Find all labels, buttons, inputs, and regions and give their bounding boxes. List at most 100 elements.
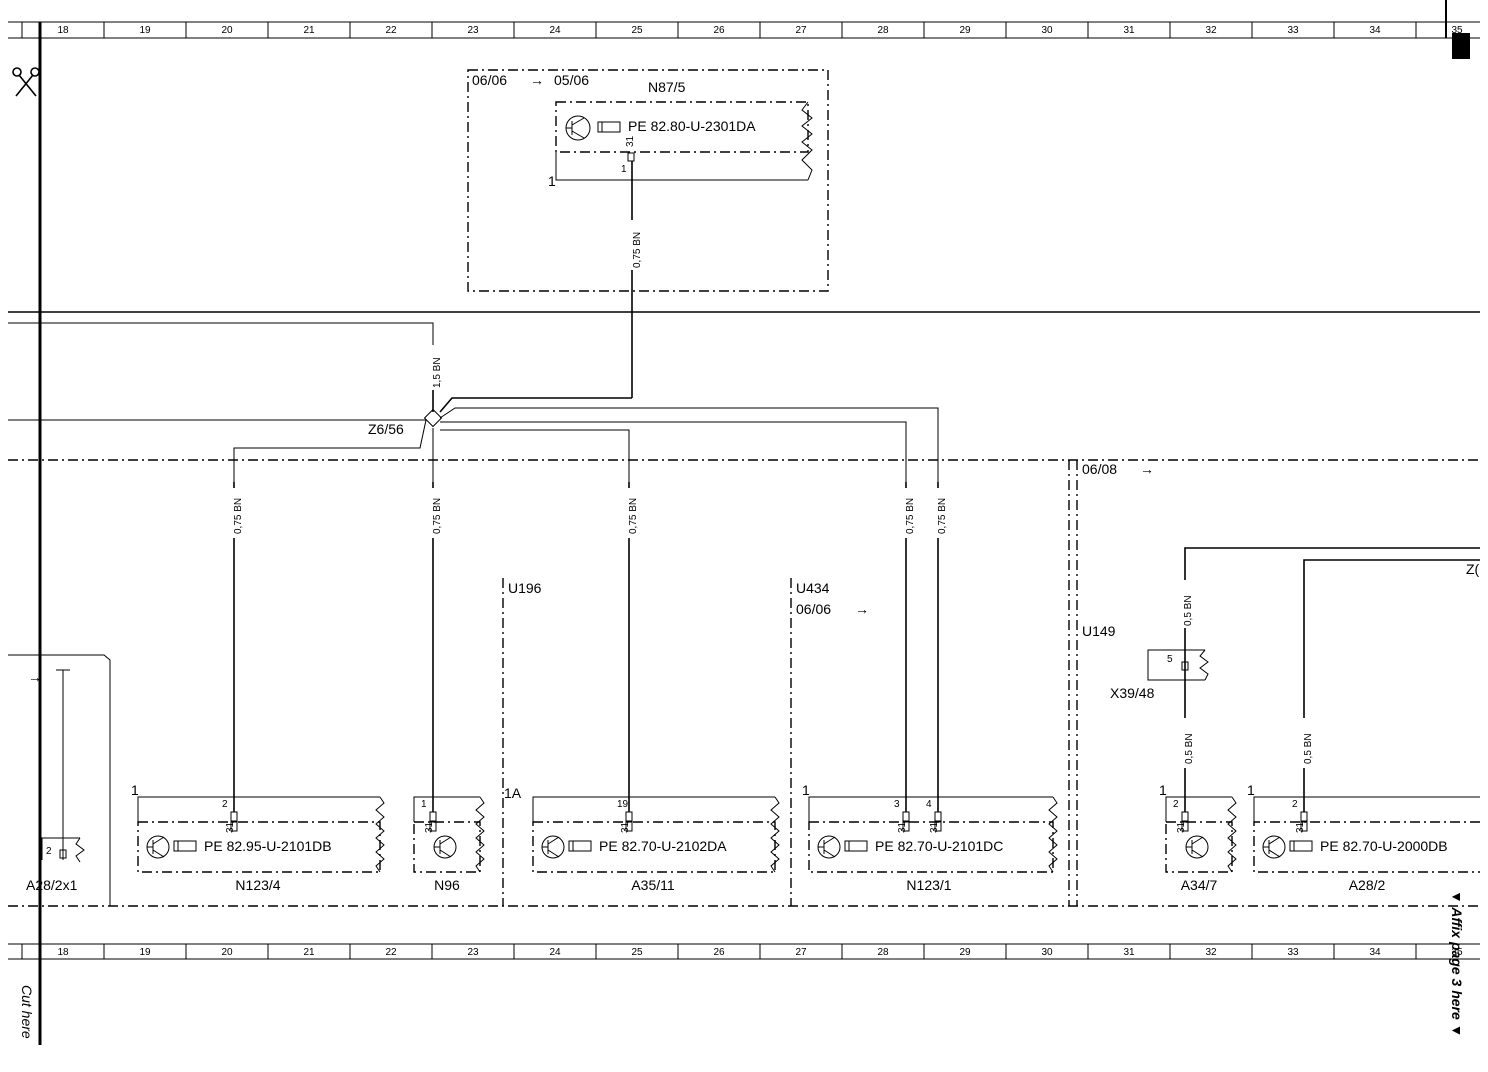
grid-column-label: 31 xyxy=(1123,947,1135,958)
transistor-icon xyxy=(817,835,841,859)
hand-pointer-icon xyxy=(173,840,197,852)
pin-label: 31 xyxy=(1176,821,1187,833)
grid-column-label: 30 xyxy=(1041,25,1053,36)
wire-label: 0,75 BN xyxy=(628,498,639,534)
transistor-icon xyxy=(146,835,170,859)
bus-wiring: 1,5 BN Z6/56 xyxy=(8,322,939,482)
grid-column-label: 27 xyxy=(795,25,807,36)
grid-column-label: 34 xyxy=(1369,947,1381,958)
splice-label: Z6/56 xyxy=(368,421,404,437)
wire-label: 0,5 BN xyxy=(1184,733,1195,764)
pe-reference: PE 82.70-U-2102DA xyxy=(599,838,727,854)
group-u149: 06/08 → U149 xyxy=(1068,460,1154,906)
resistor-edge xyxy=(475,796,485,873)
grid-column-label: 26 xyxy=(713,947,725,958)
grid-column-label: 19 xyxy=(139,25,151,36)
pe-reference: PE 82.95-U-2101DB xyxy=(204,838,332,854)
pin-label: 31 xyxy=(620,821,631,833)
ref-right: 05/06 xyxy=(554,72,589,88)
group-label: U149 xyxy=(1082,623,1116,639)
pin-label: 31 xyxy=(225,821,236,833)
module-label: N123/1 xyxy=(906,877,951,893)
arrow-icon: → xyxy=(28,669,42,685)
grid-column-label: 26 xyxy=(713,25,725,36)
arrow-icon: → xyxy=(1140,461,1154,477)
transistor-icon xyxy=(541,835,565,859)
pin-terminal xyxy=(1181,821,1189,832)
page-corner-marker xyxy=(1452,33,1470,59)
grid-column-label: 29 xyxy=(959,25,971,36)
wire-label: 0,75 BN xyxy=(233,498,244,534)
module-label: A28/2 xyxy=(1349,877,1386,893)
wire-label: 0,75 BN xyxy=(937,498,948,534)
grid-column-label: 24 xyxy=(549,25,561,36)
group-u434: U434 06/06 → xyxy=(790,578,869,906)
pin-label: 3 xyxy=(894,799,900,810)
hand-pointer-icon xyxy=(568,840,592,852)
transistor-icon xyxy=(433,835,457,859)
module-label: A28/2x1 xyxy=(26,877,78,893)
splice-icon xyxy=(423,408,443,428)
pin-label: 2 xyxy=(1173,799,1179,810)
pin-terminal xyxy=(627,152,635,162)
pin-terminal xyxy=(429,811,437,822)
connector-x39-48: 5 X39/48 xyxy=(1110,649,1209,701)
grid-column-label: 23 xyxy=(467,947,479,958)
grid-column-label: 33 xyxy=(1287,947,1299,958)
ref-left: 06/06 xyxy=(472,72,507,88)
group-label: U434 xyxy=(796,580,830,596)
grid-column-label: 20 xyxy=(221,947,233,958)
pin-terminal xyxy=(230,811,238,822)
corner-label: 1 xyxy=(548,173,556,189)
grid-column-label: 34 xyxy=(1369,25,1381,36)
grid-column-label: 25 xyxy=(631,947,643,958)
pin-label: 4 xyxy=(926,799,932,810)
grid-column-label: 30 xyxy=(1041,947,1053,958)
wire-label: 0,75 BN xyxy=(905,498,916,534)
pin-terminal xyxy=(625,811,633,822)
pin-terminal xyxy=(1181,811,1189,822)
grid-column-label: 24 xyxy=(549,947,561,958)
resistor-edge xyxy=(1227,796,1237,873)
pin-terminal xyxy=(1181,661,1189,671)
grid-column-label: 32 xyxy=(1205,25,1217,36)
wire-label: 0,5 BN xyxy=(1303,733,1314,764)
hand-pointer-icon xyxy=(1289,840,1313,852)
resistor-edge xyxy=(1048,796,1058,873)
grid-column-label: 25 xyxy=(631,25,643,36)
pin-terminal xyxy=(902,821,910,832)
grid-column-label: 31 xyxy=(1123,25,1135,36)
ref-label: 06/06 xyxy=(796,601,831,617)
corner-label: 1 xyxy=(1247,782,1255,798)
pin-terminal xyxy=(1300,821,1308,832)
module-label: A35/11 xyxy=(631,877,675,893)
ref-label: 06/08 xyxy=(1082,461,1117,477)
hand-pointer-icon xyxy=(597,121,621,133)
corner-label: 1 xyxy=(131,782,139,798)
pin-terminal xyxy=(429,821,437,832)
connector-label: X39/48 xyxy=(1110,685,1155,701)
grid-column-label: 21 xyxy=(303,947,315,958)
pin-label: 1 xyxy=(421,799,427,810)
affix-page-note: ▼ Affix page 3 here ▼ xyxy=(1449,890,1465,1038)
pin-label: 31 xyxy=(929,821,940,833)
pin-label: 2 xyxy=(46,846,52,857)
left-stub: → 2 A28/2x1 xyxy=(8,654,111,906)
pin-label: 5 xyxy=(1167,654,1173,665)
grid-column-label: 22 xyxy=(385,25,397,36)
pin-label: 1 xyxy=(621,164,627,175)
resistor-edge xyxy=(375,796,385,873)
wire-label: 0,75 BN xyxy=(632,232,643,268)
pin-terminal xyxy=(625,821,633,832)
grid-column-label: 35 xyxy=(1451,25,1463,36)
grid-column-label: 22 xyxy=(385,947,397,958)
arrow-icon: → xyxy=(855,601,869,617)
module-label: N123/4 xyxy=(235,877,280,893)
wire-label: 1,5 BN xyxy=(432,357,443,388)
